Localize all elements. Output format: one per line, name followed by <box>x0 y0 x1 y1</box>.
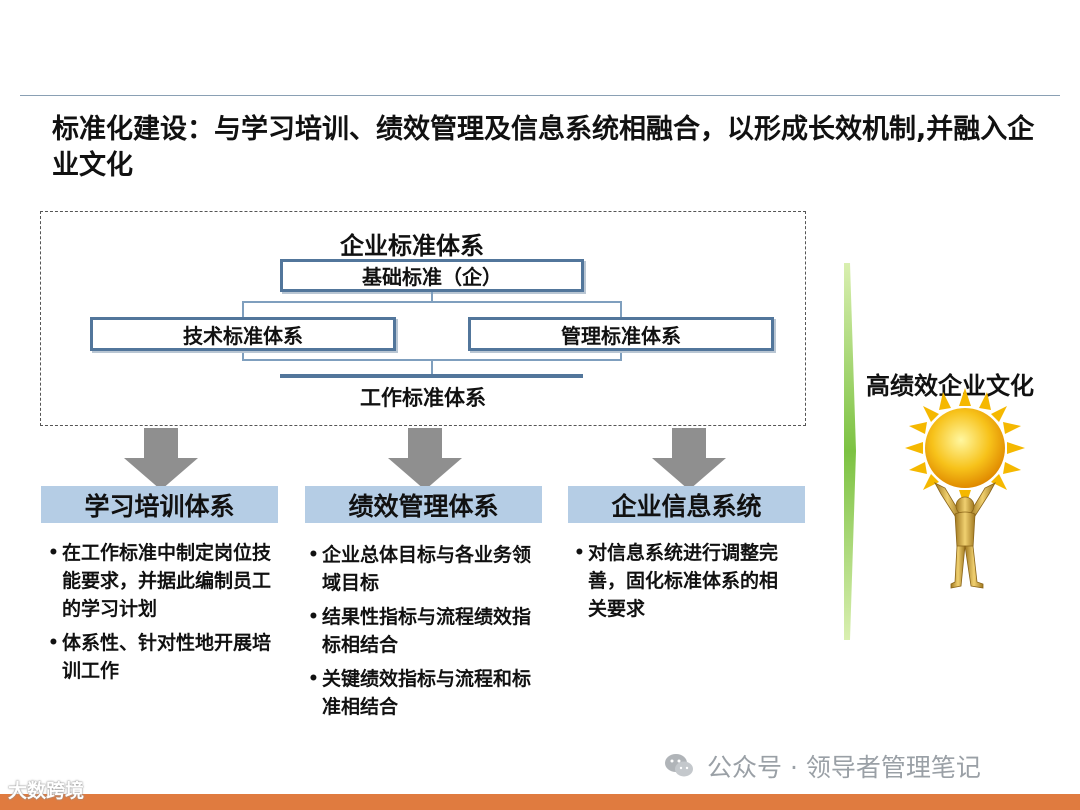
learning-training-header: 学习培训体系 <box>41 486 278 523</box>
down-arrow-icon <box>652 428 726 490</box>
watermark-text: 公众号 · 领导者管理笔记 <box>707 748 981 784</box>
wechat-icon <box>663 750 695 782</box>
footer-bar <box>0 794 1080 810</box>
brand-logo-text: 大数跨境 <box>8 776 84 803</box>
connector-left-drop <box>242 301 244 317</box>
work-standard-label: 工作标准体系 <box>360 382 486 412</box>
header-divider <box>20 95 1060 96</box>
bullet-dot-icon: • <box>574 539 585 567</box>
standard-system-title: 企业标准体系 <box>340 226 484 261</box>
bullet-dot-icon: • <box>48 539 59 567</box>
sun-icon <box>905 388 1025 508</box>
down-arrow-icon <box>388 428 462 490</box>
list-item: •在工作标准中制定岗位技能要求，并据此编制员工的学习计划 <box>48 539 278 623</box>
list-item: •体系性、针对性地开展培训工作 <box>48 629 278 685</box>
watermark: 公众号 · 领导者管理笔记 <box>663 748 981 784</box>
connector-right-drop <box>620 301 622 317</box>
slide-title: 标准化建设：与学习培训、绩效管理及信息系统相融合，以形成长效机制,并融入企业文化 <box>52 112 1042 184</box>
performance-management-bullets: •企业总体目标与各业务领域目标 •结果性指标与流程绩效指标相结合 •关键绩效指标… <box>308 541 543 727</box>
bullet-dot-icon: • <box>308 665 319 693</box>
management-standard-box: 管理标准体系 <box>468 317 774 351</box>
down-arrow-icon <box>124 428 198 490</box>
green-arrow-bar <box>844 263 856 640</box>
work-standard-bar <box>280 374 583 378</box>
connector-horizontal <box>242 301 622 303</box>
list-item: •对信息系统进行调整完 善，固化标准体系的相 关要求 <box>574 539 794 623</box>
learning-training-bullets: •在工作标准中制定岗位技能要求，并据此编制员工的学习计划 •体系性、针对性地开展… <box>48 539 278 691</box>
basic-standard-box: 基础标准（企） <box>280 259 584 292</box>
enterprise-info-system-bullets: •对信息系统进行调整完 善，固化标准体系的相 关要求 <box>574 539 794 629</box>
person-holding-sun-icon <box>905 388 1025 593</box>
bullet-dot-icon: • <box>308 541 319 569</box>
enterprise-info-system-header: 企业信息系统 <box>568 486 805 523</box>
bullet-dot-icon: • <box>308 603 319 631</box>
bullet-dot-icon: • <box>48 629 59 657</box>
list-item: •关键绩效指标与流程和标准相结合 <box>308 665 543 721</box>
connector-to-work <box>431 359 433 374</box>
list-item: •结果性指标与流程绩效指标相结合 <box>308 603 543 659</box>
list-item: •企业总体目标与各业务领域目标 <box>308 541 543 597</box>
technical-standard-box: 技术标准体系 <box>90 317 396 351</box>
performance-management-header: 绩效管理体系 <box>305 486 542 523</box>
